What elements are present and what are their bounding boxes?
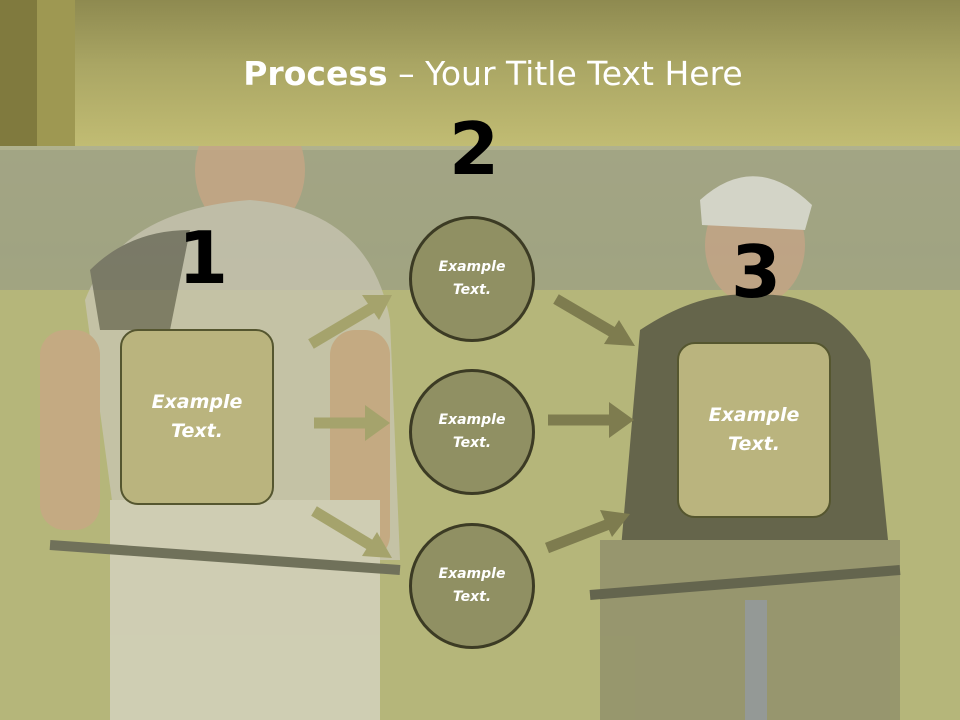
header-accent-stripe bbox=[37, 0, 75, 146]
step-3-box: Example Text. bbox=[677, 342, 831, 518]
header-accent-stripe bbox=[0, 0, 37, 146]
step-1-box: Example Text. bbox=[120, 329, 274, 505]
circle-top-text: Example Text. bbox=[438, 259, 506, 298]
step-2-circle-top: Example Text. bbox=[409, 216, 535, 342]
step-number-2: 2 bbox=[449, 107, 500, 191]
step-2-circle-bottom: Example Text. bbox=[409, 523, 535, 649]
slide-title: Process – Your Title Text Here bbox=[0, 54, 960, 93]
step-number-1: 1 bbox=[178, 216, 229, 300]
title-bold-text: Process bbox=[243, 54, 388, 93]
circle-bottom-text: Example Text. bbox=[438, 566, 506, 605]
step-2-circle-middle: Example Text. bbox=[409, 369, 535, 495]
step-number-3: 3 bbox=[731, 230, 782, 314]
step-3-box-text: Example Text. bbox=[708, 404, 800, 455]
title-rest-text: – Your Title Text Here bbox=[387, 54, 743, 93]
step-1-box-text: Example Text. bbox=[151, 391, 243, 442]
title-band bbox=[0, 0, 960, 146]
circle-middle-text: Example Text. bbox=[438, 412, 506, 451]
